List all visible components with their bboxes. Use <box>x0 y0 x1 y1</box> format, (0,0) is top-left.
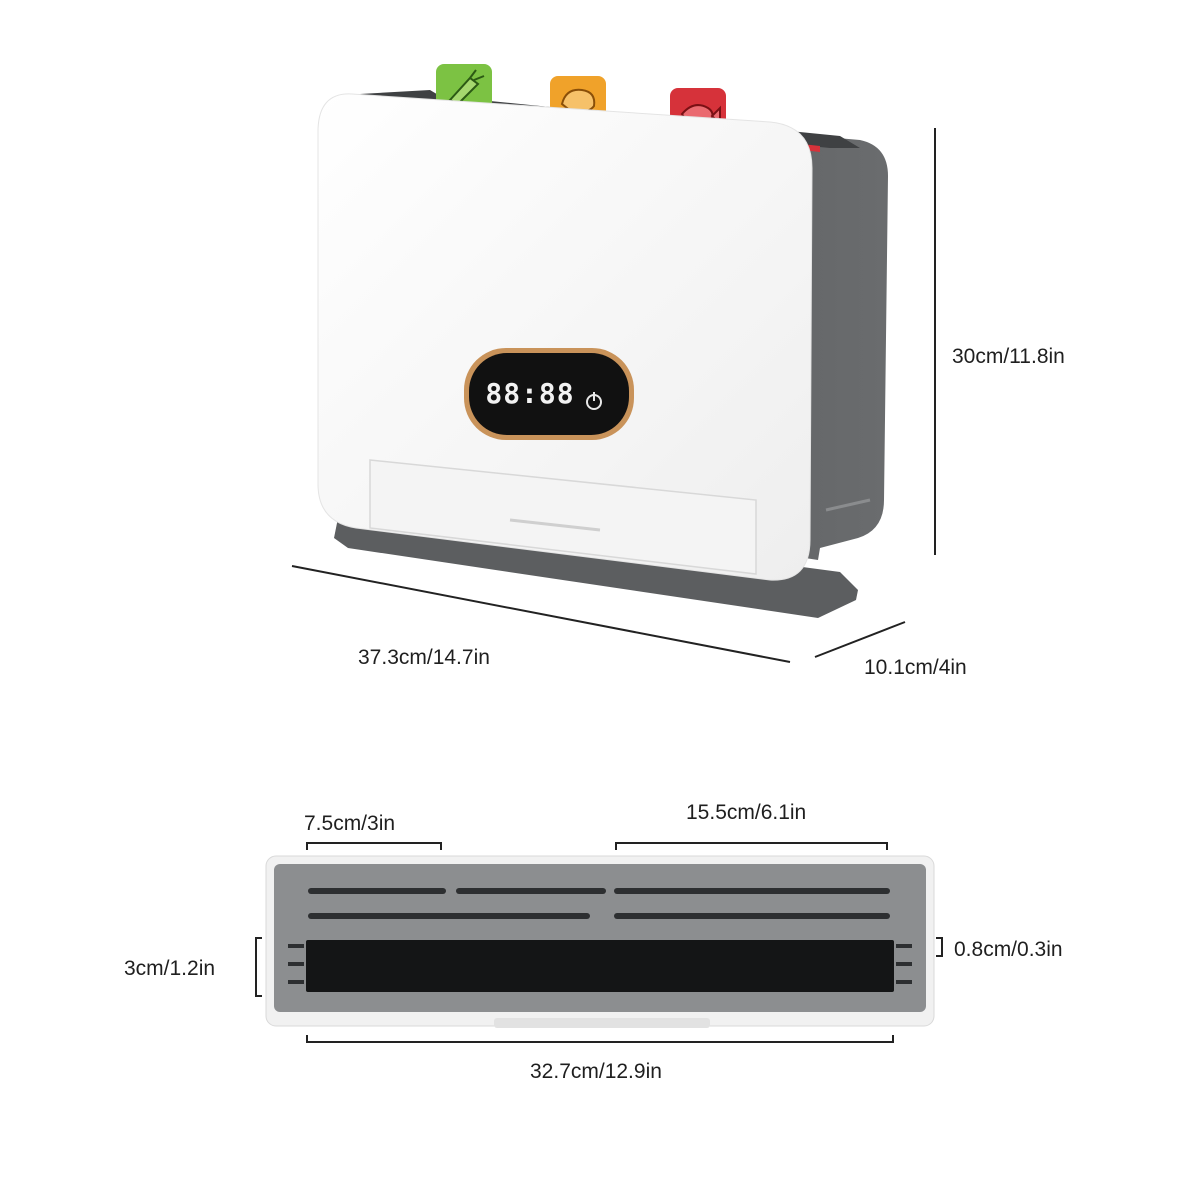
board-slot <box>308 888 446 894</box>
height-label: 30cm/11.8in <box>952 345 1065 368</box>
front-panel <box>317 93 813 581</box>
power-icon[interactable] <box>586 392 602 410</box>
knife-block-front-view: 88:88 <box>317 64 888 618</box>
top-view-foot <box>494 1018 710 1028</box>
slot-large-label: 15.5cm/6.1in <box>686 801 807 824</box>
slot-large-bracket <box>615 842 888 850</box>
depth-bracket <box>255 937 262 997</box>
compartment-notch <box>896 944 912 948</box>
bottom-width-label: 32.7cm/12.9in <box>530 1060 662 1083</box>
compartment-notch <box>288 944 304 948</box>
bottom-width-bracket <box>306 1035 894 1043</box>
bottom-depth-label: 3cm/1.2in <box>124 957 216 980</box>
display-digits: 88:88 <box>485 377 574 410</box>
depth-label: 10.1cm/4in <box>864 656 967 679</box>
compartment-notch <box>896 980 912 984</box>
slot-gap-bracket <box>936 937 943 957</box>
board-slot <box>614 913 890 919</box>
compartment-notch <box>288 980 304 984</box>
width-label: 37.3cm/14.7in <box>358 646 490 669</box>
digital-display: 88:88 <box>464 348 634 440</box>
drawer-handle <box>509 518 601 532</box>
width-dimension-line <box>291 565 791 663</box>
compartment-notch <box>288 962 304 966</box>
board-slot <box>456 888 606 894</box>
slot-small-label: 7.5cm/3in <box>304 812 396 835</box>
knife-compartment <box>306 940 894 992</box>
knife-block-top-view <box>265 855 935 1028</box>
side-vent <box>825 498 871 512</box>
board-slot <box>308 913 590 919</box>
drawer <box>369 459 757 575</box>
depth-dimension-line <box>814 621 906 658</box>
slot-small-bracket <box>306 842 442 850</box>
slot-gap-label: 0.8cm/0.3in <box>954 938 1063 961</box>
compartment-notch <box>896 962 912 966</box>
board-slot <box>614 888 890 894</box>
